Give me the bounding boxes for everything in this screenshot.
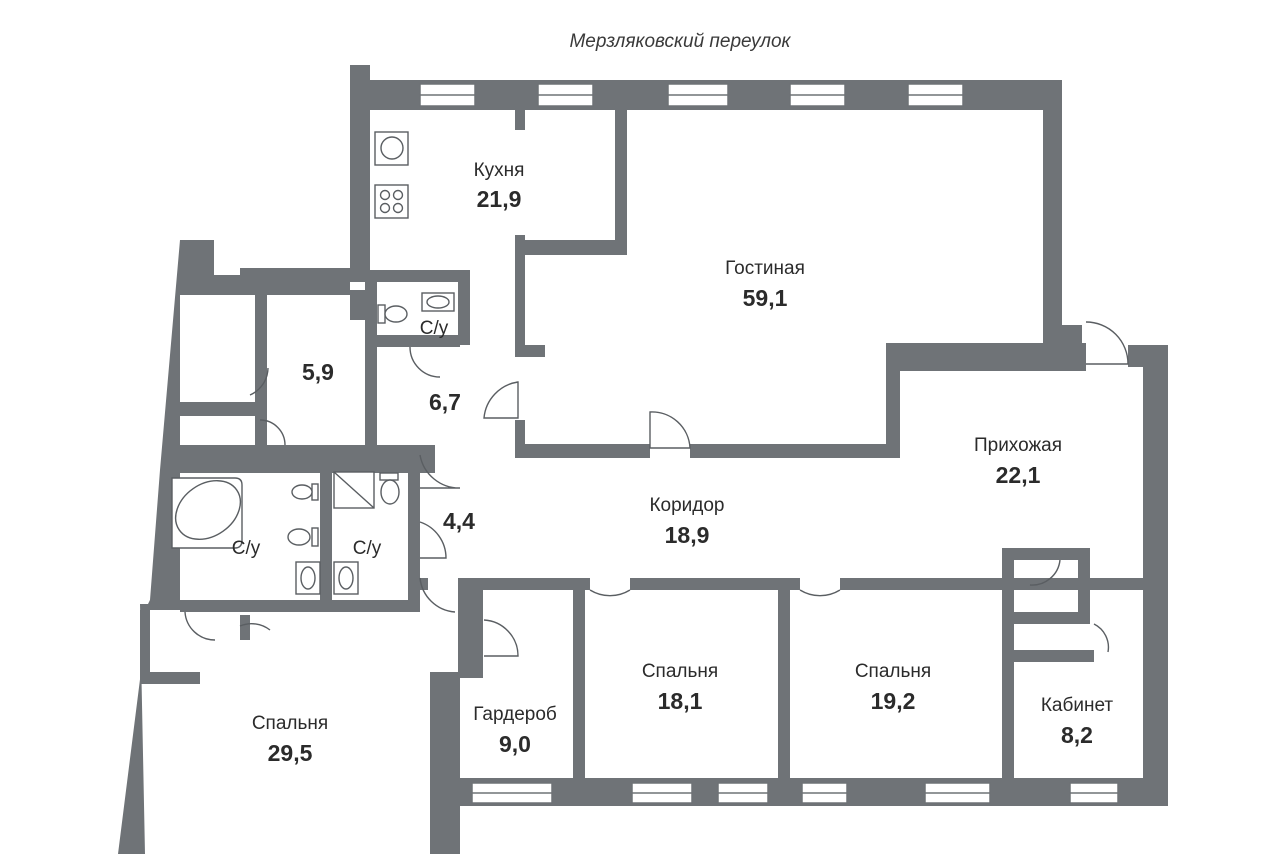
- washbasin-icon: [421, 292, 455, 312]
- bathtub-icon: [171, 477, 243, 549]
- room-area: 29,5: [268, 740, 313, 766]
- room-area: 4,4: [443, 508, 475, 534]
- room-name: С/у: [353, 538, 382, 559]
- room-area: 6,7: [429, 389, 461, 415]
- windows: [419, 83, 1119, 804]
- room-area: 21,9: [477, 186, 522, 212]
- stove-icon: [374, 184, 409, 219]
- doors: [184, 321, 1129, 657]
- room-area: 22,1: [996, 462, 1041, 488]
- room-hall: Прихожая 22,1: [974, 435, 1062, 488]
- room-living: Гостиная 59,1: [725, 258, 805, 311]
- toilet-icon: [287, 527, 319, 547]
- room-name: Спальня: [855, 661, 931, 682]
- room-area: 18,9: [665, 522, 710, 548]
- toilet-icon: [379, 472, 400, 505]
- room-wc-left: С/у: [232, 538, 261, 559]
- room-name: Прихожая: [974, 435, 1062, 456]
- washbasin-icon: [295, 561, 321, 595]
- room-name: Кабинет: [1041, 695, 1114, 716]
- room-wc-small: С/у: [420, 318, 449, 339]
- washbasin-icon: [333, 561, 359, 595]
- room-bedroom-1: Спальня 18,1: [642, 661, 718, 714]
- room-area: 8,2: [1061, 722, 1093, 748]
- room-study: Кабинет 8,2: [1041, 695, 1114, 748]
- walls: [118, 65, 1168, 854]
- room-vestibule: 6,7: [429, 389, 461, 415]
- room-wardrobe: Гардероб 9,0: [473, 704, 557, 757]
- sink-icon: [374, 131, 409, 166]
- room-name: Гостиная: [725, 258, 805, 279]
- room-kitchen: Кухня 21,9: [474, 160, 525, 212]
- room-bedroom-big: Спальня 29,5: [252, 713, 328, 766]
- room-bedroom-2: Спальня 19,2: [855, 661, 931, 714]
- room-area: 5,9: [302, 359, 334, 385]
- toilet-icon: [377, 304, 408, 324]
- room-name: С/у: [420, 318, 449, 339]
- room-name: Коридор: [649, 495, 724, 516]
- room-wc-mid: С/у: [353, 538, 382, 559]
- toilet-icon: [291, 483, 319, 501]
- room-name: Спальня: [642, 661, 718, 682]
- room-corridor: Коридор 18,9: [649, 495, 724, 548]
- shower-icon: [333, 471, 375, 509]
- room-name: С/у: [232, 538, 261, 559]
- room-storage: 5,9: [302, 359, 334, 385]
- room-area: 9,0: [499, 731, 531, 757]
- room-area: 59,1: [743, 285, 788, 311]
- room-passage: 4,4: [443, 508, 475, 534]
- street-label: Мерзляковский переулок: [569, 31, 791, 52]
- room-name: Кухня: [474, 160, 525, 181]
- room-area: 18,1: [658, 688, 703, 714]
- room-name: Гардероб: [473, 704, 557, 725]
- room-name: Спальня: [252, 713, 328, 734]
- room-area: 19,2: [871, 688, 916, 714]
